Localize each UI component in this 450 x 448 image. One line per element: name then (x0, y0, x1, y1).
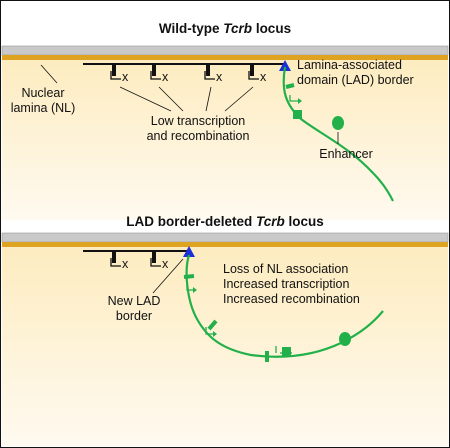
lad-gene-b1: x (110, 251, 129, 271)
low-transcription-leaders (119, 86, 254, 112)
effect-increased-transcription: Increased transcription (223, 277, 350, 291)
lad-gene-b2: x (150, 251, 169, 271)
enhancer-label: Enhancer (319, 147, 373, 161)
svg-text:x: x (216, 70, 223, 84)
bottom-green-gene-2 (205, 319, 218, 337)
new-lad-border-label-line1: New LAD (108, 294, 161, 308)
bottom-enhancer-marker (339, 332, 351, 346)
bottom-green-chromatin (185, 254, 384, 358)
new-lad-border-label-line2: border (116, 309, 152, 323)
svg-text:x: x (260, 70, 267, 84)
lad-border-label-line2: domain (LAD) border (297, 73, 414, 87)
nl-label-line1: Nuclear (21, 86, 64, 100)
low-transcription-label-line2: and recombination (147, 129, 250, 143)
bottom-panel-title: LAD border-deleted Tcrb locus (126, 214, 324, 229)
top-green-gene-2 (293, 110, 302, 119)
lad-gene-1: x (110, 64, 129, 84)
new-lad-border-leader (152, 258, 184, 294)
new-lad-border-marker (183, 246, 195, 257)
top-green-chromatin (282, 66, 394, 202)
svg-text:x: x (122, 70, 129, 84)
low-transcription-label-line1: Low transcription (151, 114, 246, 128)
nl-leader-line (40, 64, 58, 84)
nucleus-interior (2, 60, 448, 220)
enhancer-marker (332, 116, 344, 130)
bottom-green-gene-1 (183, 274, 197, 293)
top-panel: Wild-type Tcrb locus Nuclear lamina (NL)… (1, 21, 449, 220)
lamina-membrane (1, 45, 449, 56)
lad-gene-4: x (248, 64, 267, 84)
lad-gene-3: x (204, 64, 223, 84)
lad-border-label-line1: Lamina-associated (297, 58, 402, 72)
svg-text:x: x (122, 257, 129, 271)
svg-text:x: x (162, 70, 169, 84)
top-panel-title: Wild-type Tcrb locus (159, 21, 291, 36)
nuclear-lamina-band (2, 55, 448, 60)
effect-increased-recombination: Increased recombination (223, 292, 360, 306)
top-green-gene-1 (285, 83, 302, 104)
svg-text:x: x (162, 257, 169, 271)
nuclear-lamina-band-bottom (2, 242, 448, 247)
lad-gene-2: x (150, 64, 169, 84)
bottom-green-gene-3 (265, 346, 292, 362)
lad-border-marker (279, 60, 291, 71)
bottom-panel: LAD border-deleted Tcrb locus x x New LA… (1, 214, 449, 446)
lamina-membrane-bottom (1, 232, 449, 243)
nl-label-line2: lamina (NL) (11, 101, 76, 115)
effect-loss-nl: Loss of NL association (223, 262, 348, 276)
